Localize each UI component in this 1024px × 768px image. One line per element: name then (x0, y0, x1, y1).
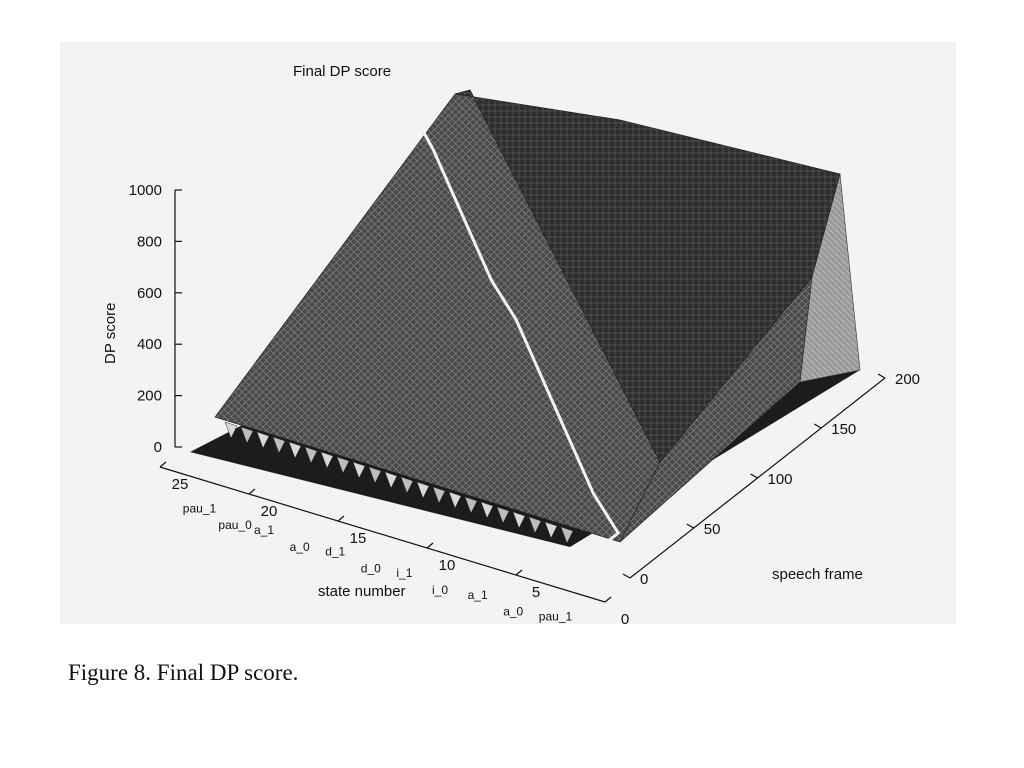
sawtooth-tooth (272, 436, 286, 454)
state-tick-label: 15 (350, 530, 367, 547)
frame-tick-mark (750, 473, 758, 479)
z-tick-label: 200 (137, 388, 162, 405)
state-name-label: d_0 (361, 561, 381, 575)
z-axis-ticks: 0 200 400 600 800 1000 (129, 182, 182, 456)
figure-caption: Figure 8. Final DP score. (68, 660, 299, 685)
sawtooth-tooth (320, 451, 334, 469)
state-axis-line (159, 466, 606, 603)
state-tick-label: 10 (439, 557, 456, 574)
sawtooth-tooth (240, 426, 254, 444)
sawtooth-tooth (448, 491, 462, 509)
z-tick-label: 600 (137, 285, 162, 302)
frame-axis-label: speech frame (772, 566, 863, 583)
frame-axis-ticks: 0 50 100 150 200 (622, 371, 920, 588)
frame-tick-mark (877, 373, 886, 379)
optimal-path-line (387, 65, 621, 603)
z-tick-label: 400 (137, 336, 162, 353)
sawtooth-tooth (464, 496, 478, 514)
sawtooth-tooth (512, 511, 526, 529)
z-tick-label: 1000 (129, 182, 162, 199)
frame-tick-label: 150 (831, 421, 856, 438)
state-axis-ticks: 0 5 10 15 20 25 (159, 461, 629, 624)
sawtooth-tooth (560, 526, 574, 544)
chart-title: Final DP score (293, 63, 391, 80)
state-tick-mark (248, 488, 256, 495)
frame-tick-label: 200 (895, 371, 920, 388)
frame-tick-mark (622, 573, 631, 579)
state-name-label: pau_1 (539, 609, 573, 623)
sawtooth-tooth (336, 456, 350, 474)
state-tick-mark (604, 596, 612, 603)
state-name-label: a_1 (468, 588, 488, 602)
frame-tick-label: 0 (640, 571, 648, 588)
front-edge-sawtooth (224, 421, 574, 544)
state-tick-label: 5 (532, 584, 540, 601)
sawtooth-tooth (352, 461, 366, 479)
state-name-label: d_1 (325, 545, 345, 559)
z-tick-label: 800 (137, 233, 162, 250)
state-tick-label: 0 (621, 611, 629, 624)
state-tick-mark (337, 515, 345, 522)
z-tick-label: 0 (154, 439, 162, 456)
sawtooth-tooth (288, 441, 302, 459)
frame-tick-label: 50 (704, 521, 721, 538)
sawtooth-tooth (480, 501, 494, 519)
sawtooth-tooth (432, 486, 446, 504)
state-tick-mark (515, 569, 523, 576)
sawtooth-tooth (368, 466, 382, 484)
sawtooth-tooth (416, 481, 430, 499)
surface-right-face (619, 275, 813, 543)
frame-tick-mark (686, 523, 695, 529)
state-tick-mark (159, 461, 167, 468)
sawtooth-tooth (224, 421, 238, 439)
state-names: pau_1pau_0a_1a_0d_1d_0i_1i_0a_1a_0pau_1p… (183, 501, 573, 623)
state-name-label: pau_0 (218, 518, 252, 532)
state-tick-mark (426, 542, 434, 549)
frame-tick-mark (813, 423, 822, 429)
z-axis-label: DP score (102, 303, 119, 364)
sawtooth-tooth (544, 521, 558, 539)
state-name-label: i_0 (432, 583, 448, 597)
state-name-label: i_1 (396, 566, 412, 580)
state-name-label: pau_1 (183, 501, 217, 515)
state-name-label: a_1 (254, 523, 274, 537)
sawtooth-tooth (528, 516, 542, 534)
state-tick-label: 25 (172, 476, 189, 493)
state-name-label: a_0 (503, 605, 523, 619)
frame-tick-label: 100 (768, 471, 793, 488)
state-tick-label: 20 (261, 503, 278, 520)
sawtooth-tooth (384, 471, 398, 489)
state-axis-label: state number (318, 583, 406, 600)
state-name-label: a_0 (290, 540, 310, 554)
sawtooth-tooth (304, 446, 318, 464)
sawtooth-tooth (256, 431, 270, 449)
sawtooth-tooth (400, 476, 414, 494)
sawtooth-tooth (496, 506, 510, 524)
